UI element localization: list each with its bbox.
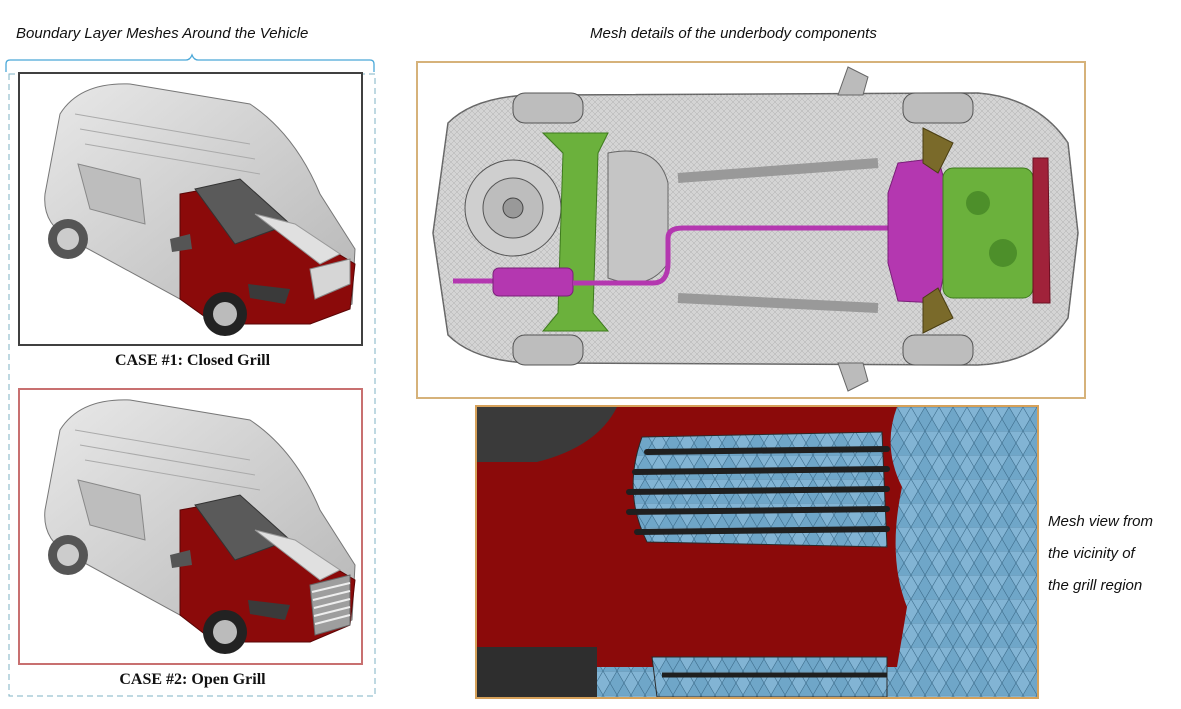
underbody-mesh-render bbox=[432, 66, 1079, 392]
case1-image-frame bbox=[18, 72, 363, 346]
grill-caption-line3: the grill region bbox=[1048, 577, 1143, 594]
grill-caption-line1: Mesh view from bbox=[1048, 513, 1154, 530]
van-closed-grill-render bbox=[44, 83, 356, 336]
case1-label: CASE #1: Closed Grill bbox=[114, 352, 271, 369]
left-panel-title: Boundary Layer Meshes Around the Vehicle bbox=[16, 25, 309, 42]
grill-mesh-image-frame bbox=[475, 405, 1039, 699]
grill-caption-line2: the vicinity of bbox=[1048, 545, 1135, 562]
grill-mesh-render bbox=[477, 407, 1037, 697]
right-panel-title: Mesh details of the underbody components bbox=[590, 25, 877, 42]
case2-label: CASE #2: Open Grill bbox=[119, 671, 266, 688]
case2-image-frame bbox=[18, 388, 363, 665]
underbody-image-frame bbox=[416, 61, 1086, 399]
van-open-grill-render bbox=[44, 399, 356, 654]
